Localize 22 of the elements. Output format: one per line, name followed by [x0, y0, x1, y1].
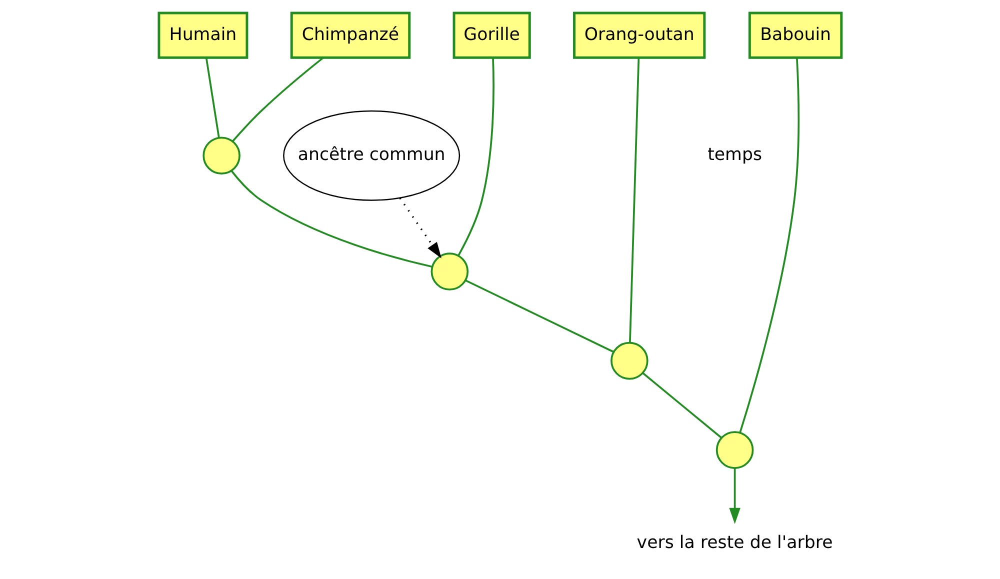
connector: [230, 170, 432, 268]
connector: [464, 280, 614, 353]
connector: [457, 58, 494, 256]
node-circle: [202, 136, 240, 175]
connector: [204, 58, 220, 138]
arrow: [398, 198, 441, 258]
connector: [232, 57, 324, 142]
node-box: Gorille: [452, 12, 530, 59]
node-box: Humain: [157, 12, 248, 59]
node-circle: [715, 431, 754, 469]
arrow: [728, 468, 740, 524]
node-box: Orang-outan: [572, 12, 706, 59]
node-circle: [610, 342, 648, 380]
node-text: vers la reste de l'arbre: [636, 533, 832, 554]
connector: [738, 58, 799, 434]
node-circle: [430, 252, 468, 290]
node-box: Babouin: [748, 12, 842, 59]
connector: [628, 58, 640, 343]
label: temps: [707, 145, 762, 166]
node-box: Chimpanzé: [290, 12, 410, 59]
node-ellipse: ancêtre commun: [282, 110, 460, 201]
connector: [642, 372, 722, 438]
